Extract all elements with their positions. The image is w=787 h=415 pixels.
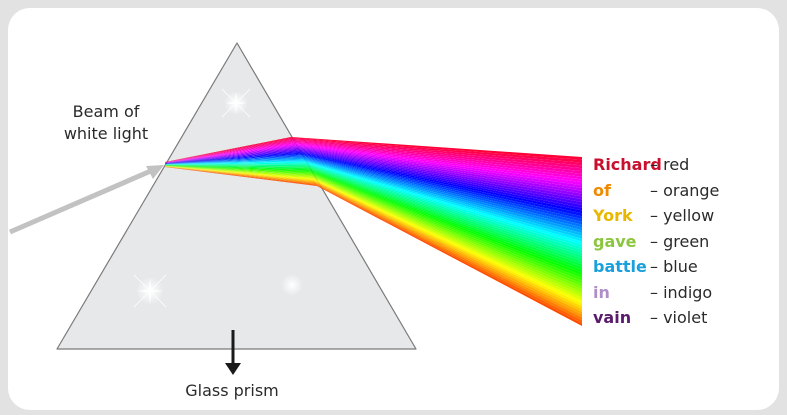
mnemonic-word: vain	[593, 308, 632, 327]
colour-name: – blue	[650, 257, 698, 276]
colour-name: – yellow	[650, 206, 715, 225]
colour-name: – violet	[650, 308, 708, 327]
mnemonic-word: gave	[593, 231, 637, 251]
beam-label-line-2: white light	[63, 124, 149, 143]
colour-name: – red	[650, 155, 690, 174]
mnemonic-word: battle	[593, 257, 647, 276]
mnemonic-word: in	[593, 282, 610, 302]
prism-label: Glass prism	[185, 381, 279, 400]
sparkle-icon	[133, 274, 167, 308]
incident-beam-arrowhead	[146, 165, 164, 179]
colour-name: – orange	[650, 180, 720, 200]
mnemonic-word: York	[593, 206, 633, 225]
mnemonic-word: of	[593, 180, 611, 200]
sparkle-icon	[221, 88, 251, 118]
glass-prism	[56, 42, 417, 350]
beam-label: Beam of white light	[38, 101, 174, 145]
colour-name: – green	[650, 231, 710, 251]
incident-beam	[9, 167, 154, 235]
sparkle-icon	[281, 274, 303, 296]
arrow-down-icon	[225, 330, 241, 375]
mnemonic-word: Richard	[593, 155, 662, 174]
colour-name: – indigo	[650, 282, 713, 302]
beam-label-line-1: Beam of	[72, 102, 140, 121]
